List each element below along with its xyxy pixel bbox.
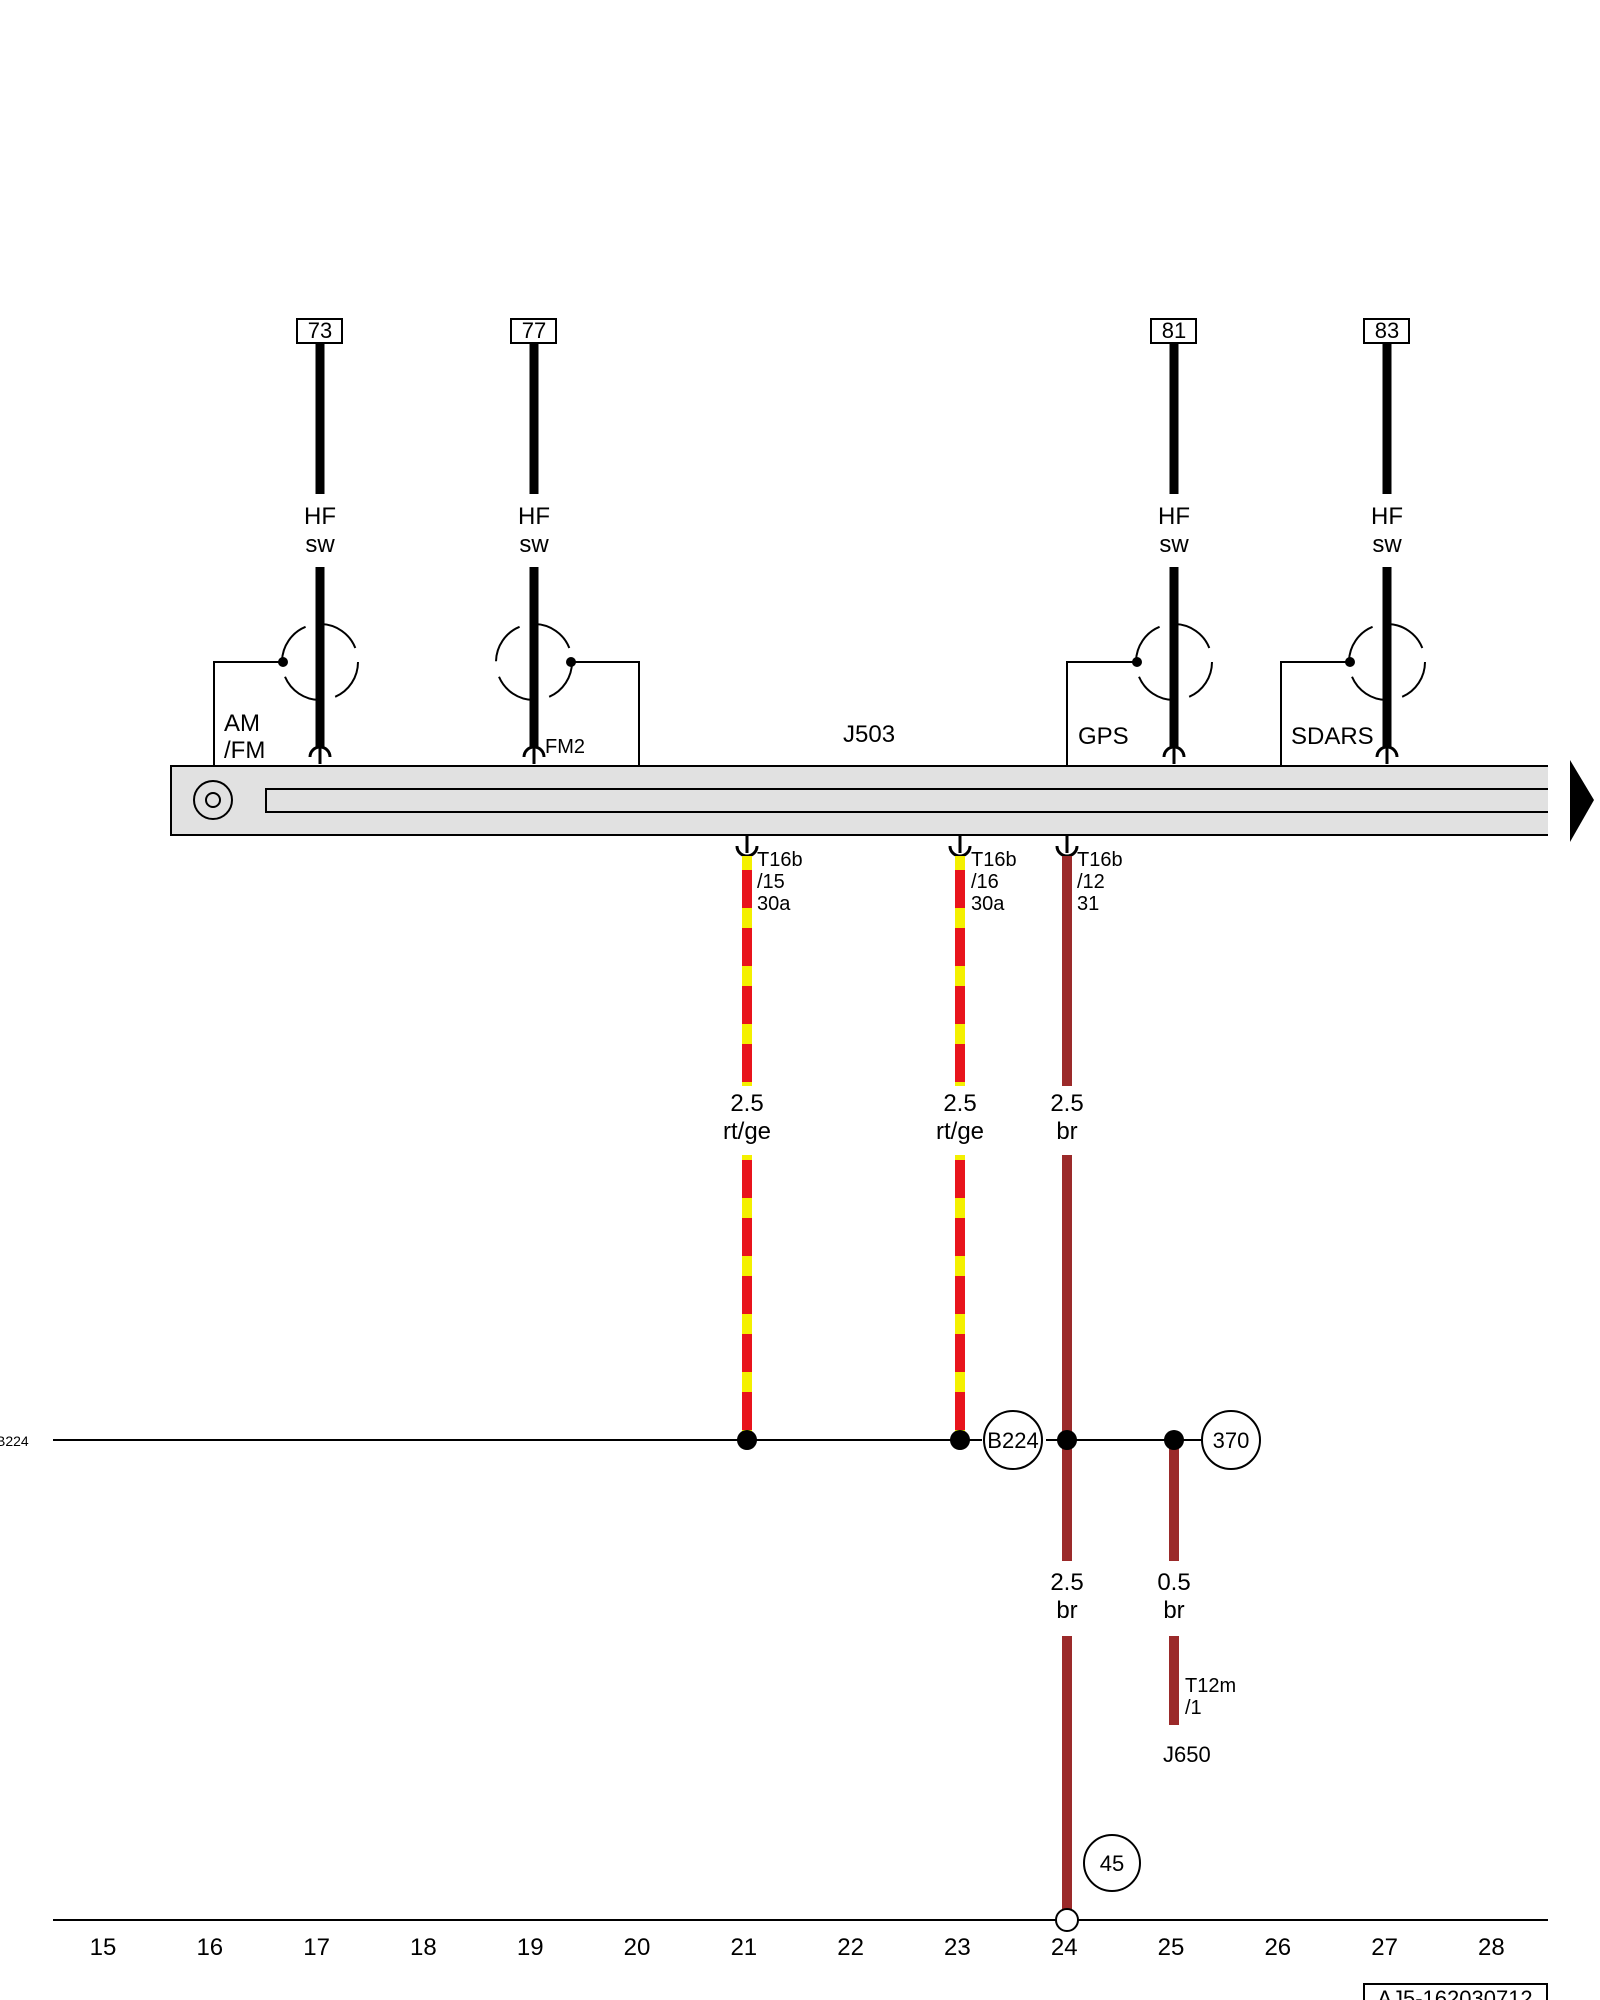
svg-text:T16b: T16b [757, 849, 803, 871]
pin-label-t16b-15: T16b /15 30a [757, 849, 803, 915]
hf-type-label: HF [1158, 503, 1190, 530]
ref-box-81 [1150, 318, 1197, 344]
pin-label-t16b-16: T16b /16 30a [971, 849, 1017, 915]
port-label-sdars: SDARS [1291, 723, 1374, 750]
grid-label: 22 [837, 1934, 864, 1961]
antenna-73: 73 HF sw [296, 318, 343, 748]
coax-shield-sdars [1280, 623, 1426, 766]
svg-text:0.5: 0.5 [1157, 1569, 1190, 1596]
port-label-fm: /FM [224, 737, 265, 764]
svg-text:rt/ge: rt/ge [723, 1118, 771, 1145]
grid-label: 15 [90, 1934, 117, 1961]
svg-text:rt/ge: rt/ge [936, 1118, 984, 1145]
grid-label: 28 [1478, 1934, 1505, 1961]
hf-color-label: sw [305, 531, 335, 558]
ref-circle-45 [1083, 1834, 1141, 1892]
svg-text:2.5: 2.5 [943, 1090, 976, 1117]
pin-label-t16b-12: T16b /12 31 [1077, 849, 1123, 915]
hf-color-label: sw [1159, 531, 1189, 558]
svg-text:T12m: T12m [1185, 1675, 1236, 1697]
ref-label-81: 81 [1162, 318, 1186, 343]
port-label-fm2: FM2 [545, 736, 585, 758]
port-label-gps: GPS [1078, 723, 1129, 750]
wire-br-j650: 0.5 br [1157, 1440, 1191, 1725]
coax-connector-icon [308, 745, 1399, 764]
coax-shield-gps [1066, 623, 1213, 766]
coax-shield-fm2 [495, 623, 640, 766]
svg-text:2.5: 2.5 [1050, 1090, 1083, 1117]
module-label-j650: J650 [1163, 1742, 1211, 1767]
svg-text:br: br [1163, 1597, 1184, 1624]
grid-label: 25 [1158, 1934, 1185, 1961]
junction-dot [737, 1430, 757, 1450]
svg-text:/1: /1 [1185, 1697, 1202, 1719]
grid-label: 18 [410, 1934, 437, 1961]
svg-text:2.5: 2.5 [1050, 1569, 1083, 1596]
grid-label: 16 [196, 1934, 223, 1961]
antenna-83: 83 HF sw [1363, 318, 1410, 748]
grid-label: 21 [730, 1934, 757, 1961]
ref-label-370: 370 [1213, 1428, 1250, 1453]
grid-label: 23 [944, 1934, 971, 1961]
hf-color-label: sw [519, 531, 549, 558]
svg-text:T16b: T16b [1077, 849, 1123, 871]
svg-text:2.5: 2.5 [730, 1090, 763, 1117]
coax-shield-amfm [213, 623, 359, 766]
ref-label-83: 83 [1375, 318, 1399, 343]
svg-text:31: 31 [1077, 893, 1099, 915]
continuation-arrow-icon [1570, 760, 1594, 842]
port-label-am: AM [224, 710, 260, 737]
grid-label: 24 [1051, 1934, 1078, 1961]
ref-label-b224-left: B224 [0, 1433, 29, 1449]
antenna-81: 81 HF sw [1150, 318, 1197, 748]
grid-label: 26 [1264, 1934, 1291, 1961]
ref-label-73: 73 [308, 318, 332, 343]
pin-label-t12m-1: T12m /1 [1185, 1675, 1236, 1719]
svg-text:/15: /15 [757, 871, 785, 893]
junction-dot [1057, 1430, 1077, 1450]
wire-rt-ge-1: 2.5 rt/ge [723, 856, 771, 1440]
hf-color-label: sw [1372, 531, 1402, 558]
grid-labels: 15 16 17 18 19 20 21 22 23 24 25 26 27 28 [90, 1934, 1505, 1961]
ref-label-45: 45 [1100, 1851, 1124, 1876]
grid-label: 17 [303, 1934, 330, 1961]
svg-text:30a: 30a [757, 893, 791, 915]
svg-text:br: br [1056, 1597, 1077, 1624]
component-label-j503: J503 [843, 721, 895, 748]
ref-label-77: 77 [522, 318, 546, 343]
svg-text:/12: /12 [1077, 871, 1105, 893]
antenna-77: 77 HF sw [510, 318, 557, 748]
ref-circle-370 [1201, 1410, 1261, 1470]
ref-circle-b224 [983, 1410, 1043, 1470]
svg-text:30a: 30a [971, 893, 1005, 915]
grid-label: 27 [1371, 1934, 1398, 1961]
doc-id-box [1363, 1983, 1548, 2000]
junction-dot [1164, 1430, 1184, 1450]
ref-box-77 [510, 318, 557, 344]
hf-type-label: HF [1371, 503, 1403, 530]
ground-point-icon [1055, 1908, 1079, 1932]
junction-dot [950, 1430, 970, 1450]
grid-label: 19 [517, 1934, 544, 1961]
svg-text:T16b: T16b [971, 849, 1017, 871]
svg-text:/16: /16 [971, 871, 999, 893]
hf-type-label: HF [518, 503, 550, 530]
wire-rt-ge-2: 2.5 rt/ge [936, 856, 984, 1440]
doc-id-label: AJ5-162030712 [1377, 1986, 1532, 2000]
module-connector-icon [193, 780, 233, 820]
wire-br-ground: 2.5 br 2.5 br [1050, 856, 1084, 1916]
svg-text:br: br [1056, 1118, 1077, 1145]
ref-label-b224: B224 [987, 1428, 1038, 1453]
grid-label: 20 [624, 1934, 651, 1961]
hf-type-label: HF [304, 503, 336, 530]
module-j503 [170, 765, 1548, 836]
